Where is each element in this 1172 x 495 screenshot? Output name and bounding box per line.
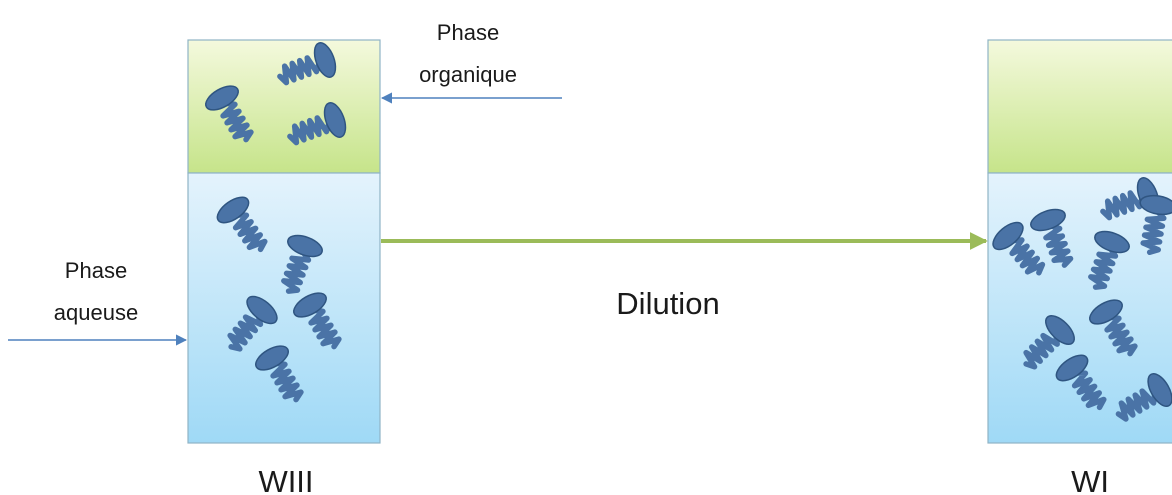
wi-label: WI — [1071, 464, 1109, 495]
aqueous-phase-label-line2: aqueuse — [54, 300, 138, 325]
dilution-label: Dilution — [616, 286, 719, 321]
aqueous-phase-label-line1: Phase — [65, 258, 127, 283]
organic-phase-label-line2: organique — [419, 62, 517, 87]
organic-phase-label-line1: Phase — [437, 20, 499, 45]
organic-phase-wi — [987, 39, 1172, 174]
container-wi — [987, 39, 1172, 444]
wiii-label: WIII — [258, 464, 313, 495]
aqueous-phase-wiii — [187, 172, 381, 444]
